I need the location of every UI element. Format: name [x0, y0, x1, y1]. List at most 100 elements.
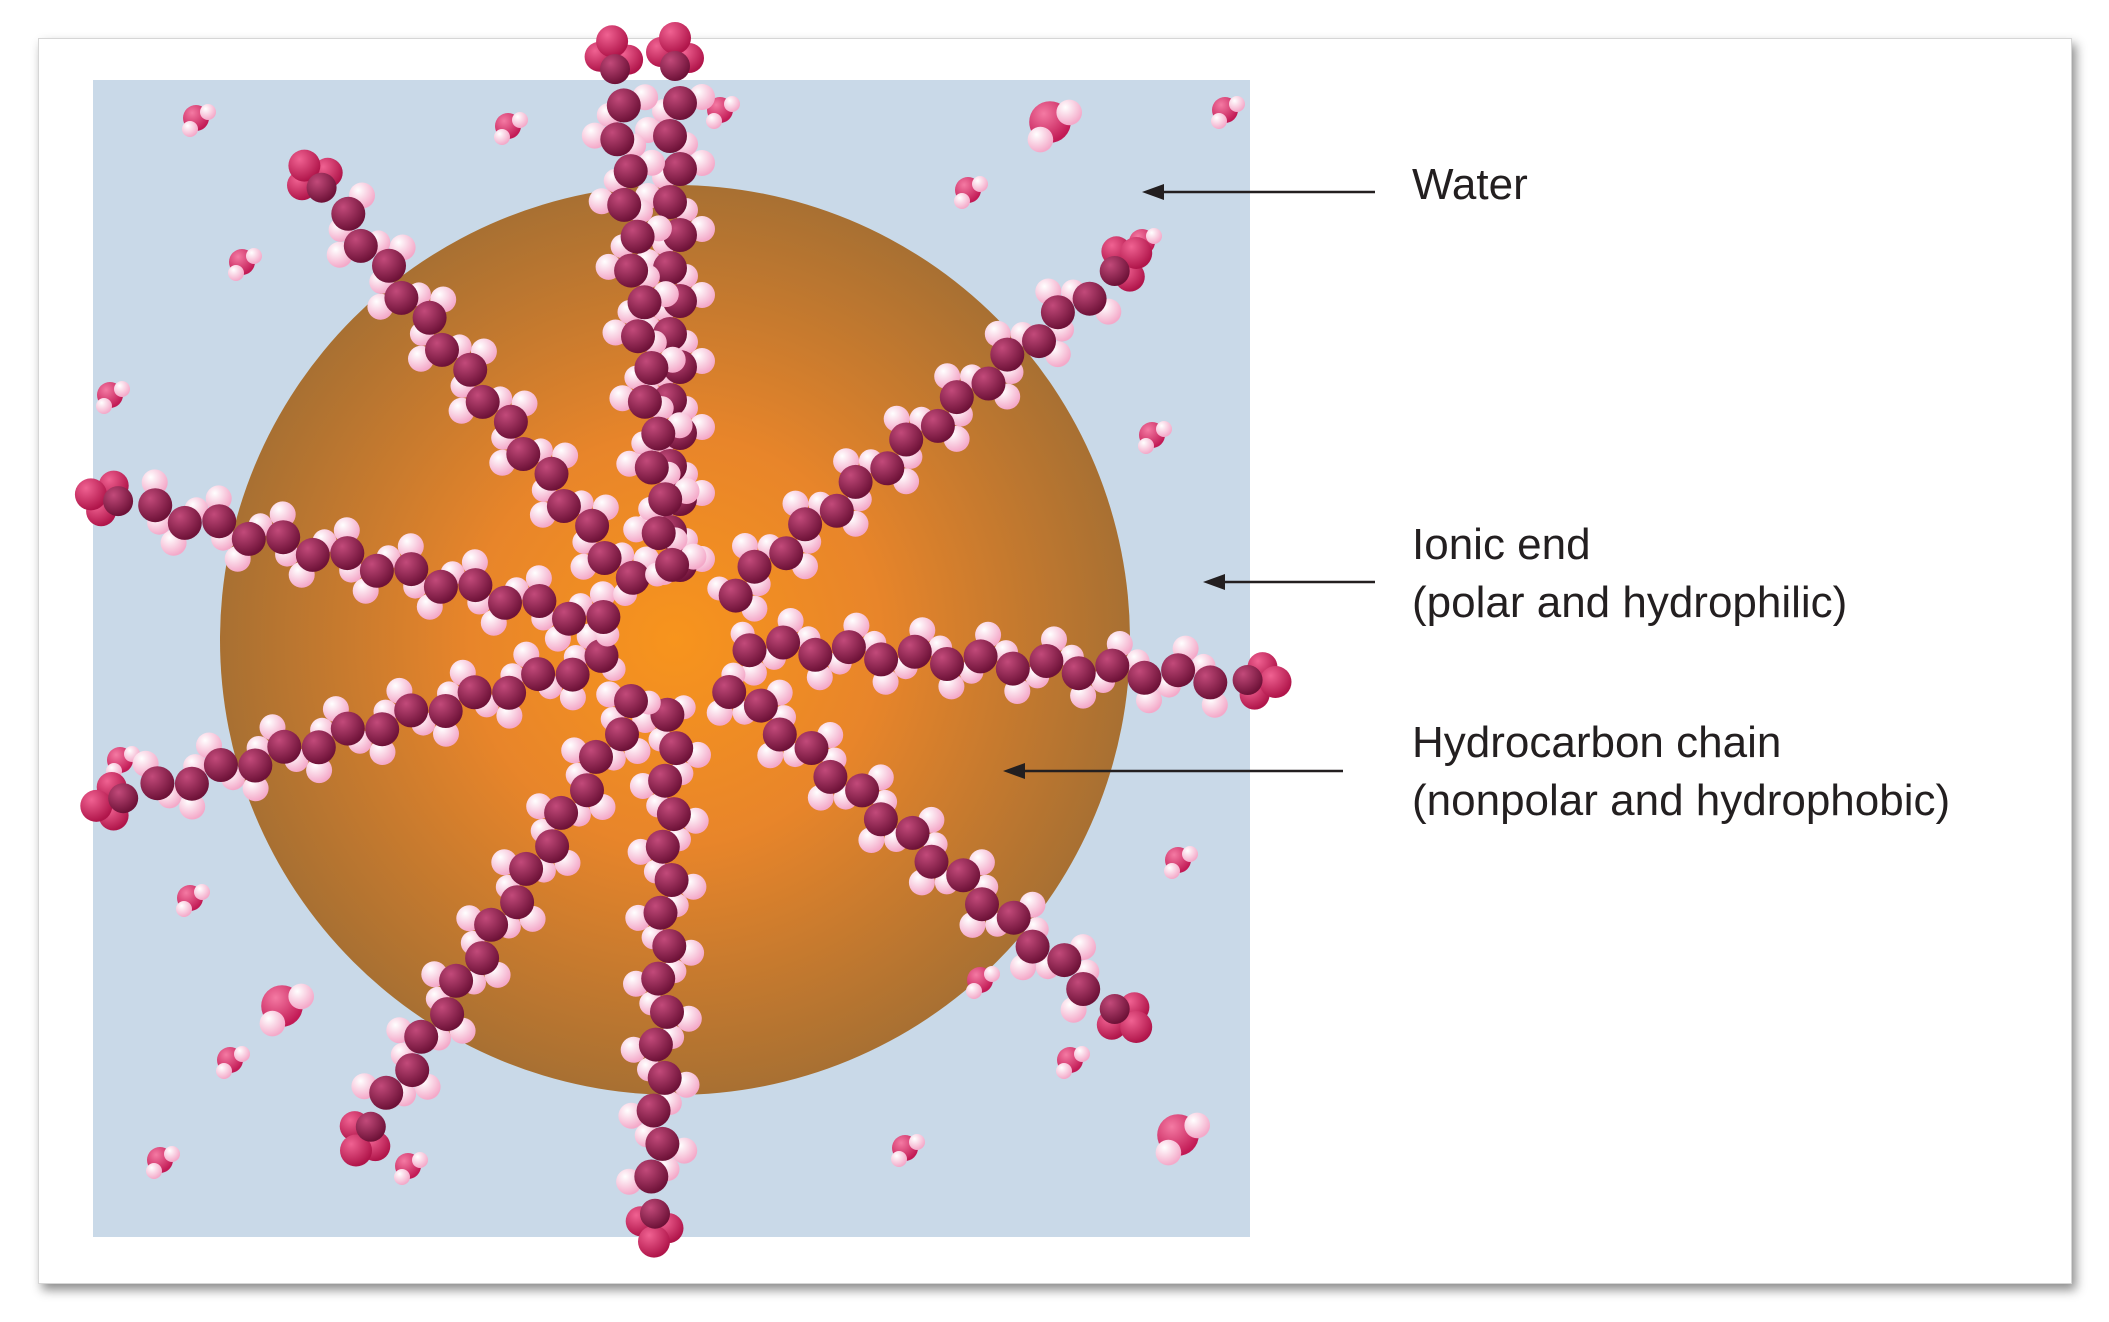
- hydrogen-atom: [216, 1063, 232, 1079]
- water-molecule: [1056, 1046, 1090, 1079]
- hydrogen-atom: [496, 702, 523, 729]
- hydrogen-atom: [333, 517, 360, 544]
- hydrocarbon-chain-title: Hydrocarbon chain: [1412, 718, 1782, 767]
- hydrogen-atom: [242, 775, 269, 802]
- carbon-atom: [428, 694, 463, 728]
- hydrocarbon-chain-label: Hydrocarbon chain (nonpolar and hydropho…: [1412, 714, 1950, 830]
- carbon-atom: [359, 553, 394, 588]
- carbon-atom: [404, 1019, 439, 1054]
- carbon-atom: [546, 489, 581, 523]
- carbon-atom: [819, 493, 854, 528]
- carbon-atom: [372, 248, 406, 283]
- carbon-atom: [863, 802, 898, 837]
- carbon-atom: [643, 895, 678, 930]
- hydrogen-atom: [234, 1046, 250, 1062]
- carbon-atom: [238, 748, 273, 783]
- hydrogen-atom: [200, 104, 216, 120]
- ionic-head-atom: [1099, 256, 1130, 286]
- ionic-end-arrow-head: [1203, 574, 1225, 590]
- carbon-atom: [990, 337, 1025, 372]
- carbon-atom: [331, 196, 366, 231]
- carbon-atom: [636, 1093, 671, 1128]
- carbon-atom: [488, 585, 522, 620]
- carbon-atom: [656, 797, 691, 832]
- water-molecule: [146, 1146, 180, 1179]
- carbon-atom: [1066, 972, 1101, 1006]
- carbon-atom: [718, 578, 753, 613]
- carbon-atom: [645, 829, 680, 864]
- surfactant-molecule: [706, 662, 1153, 1043]
- surfactant-molecule: [616, 695, 711, 1258]
- carbon-atom: [663, 152, 697, 186]
- carbon-atom: [641, 516, 676, 551]
- carbon-atom: [384, 280, 419, 315]
- hydrogen-atom: [461, 549, 488, 576]
- surfactant-molecule: [581, 25, 707, 587]
- carbon-atom: [845, 773, 880, 808]
- water-molecule: [96, 381, 130, 414]
- carbon-atom: [648, 482, 683, 517]
- ionic-head-atom: [80, 789, 113, 822]
- carbon-atom: [203, 748, 238, 782]
- carbon-atom: [995, 651, 1030, 686]
- carbon-atom: [743, 688, 778, 723]
- carbon-atom: [1193, 665, 1228, 700]
- callout-arrows: [1003, 184, 1375, 779]
- carbon-atom: [638, 1027, 673, 1062]
- carbon-atom: [870, 451, 905, 486]
- carbon-atom: [167, 505, 202, 540]
- water-molecule: [1027, 99, 1082, 153]
- carbon-atom: [465, 384, 500, 419]
- carbon-atom: [506, 437, 541, 471]
- carbon-atom: [266, 520, 301, 555]
- hydrogen-atom: [146, 1163, 162, 1179]
- hydrogen-atom: [1056, 1063, 1072, 1079]
- carbon-atom: [634, 450, 669, 485]
- hydrogen-atom: [1155, 1139, 1182, 1166]
- ionic-head-atom: [288, 149, 321, 182]
- ionic-end-subtitle: (polar and hydrophilic): [1412, 578, 1848, 627]
- carbon-atom: [607, 187, 642, 222]
- hydrocarbon-chain-subtitle: (nonpolar and hydrophobic): [1412, 776, 1951, 825]
- hydrogen-atom: [1182, 846, 1198, 862]
- carbon-atom: [641, 416, 676, 451]
- water-molecule: [182, 104, 216, 137]
- ionic-head-atom: [660, 51, 690, 81]
- carbon-atom: [1029, 644, 1064, 678]
- hydrogen-atom: [412, 1152, 428, 1168]
- water-molecule: [216, 1046, 250, 1079]
- hydrogen-atom: [433, 720, 459, 747]
- hydrogen-atom: [182, 121, 198, 137]
- carbon-atom: [946, 858, 981, 893]
- hydrogen-atom: [194, 884, 210, 900]
- carbon-atom: [650, 994, 684, 1029]
- carbon-atom: [1095, 648, 1130, 683]
- carbon-atom: [653, 119, 687, 153]
- carbon-atom: [652, 929, 687, 963]
- carbon-atom: [140, 766, 175, 801]
- ionic-head-atom: [596, 25, 629, 58]
- carbon-atom: [659, 731, 694, 766]
- carbon-atom: [732, 633, 767, 668]
- carbon-atom: [634, 351, 669, 385]
- carbon-atom: [634, 1159, 669, 1194]
- carbon-atom: [762, 717, 797, 752]
- hydrogen-atom: [706, 113, 722, 129]
- ionic-head-atom: [640, 1198, 670, 1229]
- carbon-atom: [794, 731, 829, 765]
- carbon-atom: [231, 521, 266, 556]
- carbon-atom: [889, 422, 924, 457]
- hydrogen-atom: [589, 581, 616, 608]
- carbon-atom: [965, 887, 999, 922]
- hydrogen-atom: [205, 485, 232, 512]
- carbon-atom: [614, 684, 648, 718]
- carbon-atom: [500, 885, 535, 920]
- carbon-atom: [654, 863, 689, 897]
- carbon-atom: [1061, 656, 1096, 691]
- water-arrow-head: [1142, 184, 1164, 200]
- carbon-atom: [615, 560, 650, 595]
- carbon-atom: [474, 907, 509, 942]
- ionic-head-atom: [355, 1111, 386, 1142]
- carbon-atom: [939, 380, 974, 415]
- water-label: Water: [1412, 160, 1528, 209]
